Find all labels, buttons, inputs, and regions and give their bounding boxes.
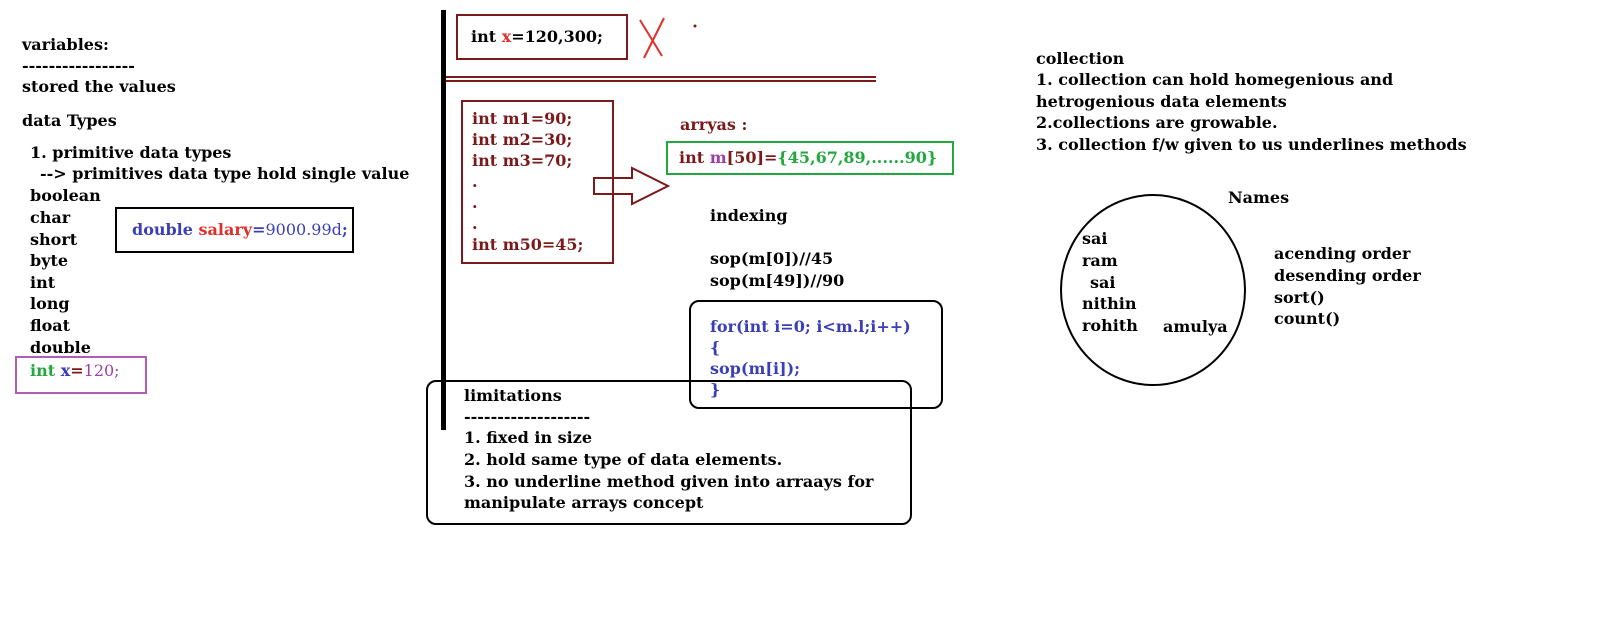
type-boolean: boolean (30, 186, 101, 205)
op-descending: desending order (1274, 266, 1421, 285)
invalid-x-variable: x (501, 27, 512, 46)
array-int-keyword: int (679, 148, 705, 167)
array-size: [50] (726, 148, 765, 167)
ellipsis-dot-2: . (472, 193, 478, 212)
sop-line-0: sop(m[0])//45 (710, 249, 834, 268)
variables-rule: ----------------- (22, 56, 135, 75)
arrays-label: arryas : (680, 115, 748, 134)
salary-value: 9000.99d (265, 220, 342, 239)
name-sai-2: sai (1090, 273, 1116, 292)
stored-values-text: stored the values (22, 77, 176, 96)
type-double: double (30, 338, 91, 357)
invalid-decl-box: int x=120,300; (456, 14, 628, 60)
int-value: 120; (83, 361, 120, 380)
name-rohith: rohith (1082, 316, 1138, 335)
double-example-box: double salary=9000.99d; (115, 207, 354, 253)
double-example-code: double salary=9000.99d; (132, 219, 348, 240)
loop-body-line: sop(m[i]); (710, 359, 801, 378)
collection-point-1: 1. collection can hold homegenious and (1036, 70, 1394, 89)
array-assign-op: = (764, 148, 778, 167)
invalid-decl-code: int x=120,300; (471, 26, 603, 47)
m2-line: int m2=30; (472, 130, 573, 149)
names-ellipse (1060, 194, 1246, 386)
limitations-rule: ------------------- (464, 407, 591, 426)
invalid-int-keyword: int (471, 27, 497, 46)
type-char: char (30, 208, 71, 227)
semicolon: ; (341, 220, 348, 239)
limitations-box: limitations ------------------- 1. fixed… (426, 380, 912, 525)
type-float: float (30, 316, 71, 335)
variables-list-box: int m1=90; int m2=30; int m3=70; . . . i… (461, 100, 614, 264)
collection-point-2: 2.collections are growable. (1036, 113, 1278, 132)
loop-open-brace: { (710, 338, 721, 357)
m3-line: int m3=70; (472, 151, 573, 170)
invalid-values: =120,300; (511, 27, 603, 46)
primitive-note: --> primitives data type hold single val… (40, 164, 410, 183)
limitation-3-cont: manipulate arrays concept (464, 493, 704, 512)
name-sai: sai (1082, 229, 1108, 248)
limitations-title: limitations (464, 386, 562, 405)
primitive-heading: 1. primitive data types (30, 143, 232, 162)
salary-variable: salary (198, 220, 253, 239)
name-ram: ram (1082, 251, 1118, 270)
sop-line-49: sop(m[49])//90 (710, 271, 845, 290)
collection-title: collection (1036, 49, 1125, 68)
type-int: int (30, 273, 56, 292)
variables-title: variables: (22, 35, 109, 54)
array-values: {45,67,89,......90} (777, 148, 938, 167)
double-keyword: double (132, 220, 193, 239)
array-name: m (709, 148, 727, 167)
int-assign-op: = (70, 361, 84, 380)
int-example-box: int x=120; (15, 356, 147, 394)
type-short: short (30, 230, 78, 249)
for-loop-line: for(int i=0; i<m.l;i++) (710, 317, 911, 336)
loop-code-box: for(int i=0; i<m.l;i++) { sop(m[i]); } (689, 300, 943, 409)
x-variable: x (60, 361, 71, 380)
assign-op: = (252, 220, 266, 239)
name-nithin: nithin (1082, 294, 1137, 313)
cross-mark-icon (639, 17, 697, 59)
indexing-label: indexing (710, 206, 788, 225)
ellipsis-dot-3: . (472, 214, 478, 233)
data-types-heading: data Types (22, 111, 117, 130)
name-amulya: amulya (1163, 317, 1228, 336)
collection-point-3: 3. collection f/w given to us underlines… (1036, 135, 1467, 154)
names-label: Names (1228, 188, 1290, 207)
arrow-right-icon (593, 166, 671, 206)
type-byte: byte (30, 251, 69, 270)
op-count: count() (1274, 309, 1341, 328)
vertical-divider (441, 10, 446, 430)
m1-line: int m1=90; (472, 109, 573, 128)
m50-line: int m50=45; (472, 235, 584, 254)
limitation-3: 3. no underline method given into arraay… (464, 472, 874, 491)
array-decl-box: int m[50]={45,67,89,......90} (666, 141, 954, 175)
op-sort: sort() (1274, 288, 1325, 307)
type-long: long (30, 294, 70, 313)
ellipsis-dot-1: . (472, 172, 478, 191)
op-ascending: acending order (1274, 244, 1411, 263)
int-example-code: int x=120; (30, 360, 120, 381)
limitation-2: 2. hold same type of data elements. (464, 450, 783, 469)
horizontal-divider (446, 76, 876, 82)
loop-close-brace: } (710, 380, 721, 399)
array-decl-code: int m[50]={45,67,89,......90} (679, 147, 937, 168)
collection-point-1-cont: hetrogenious data elements (1036, 92, 1287, 111)
limitation-1: 1. fixed in size (464, 428, 593, 447)
int-keyword: int (30, 361, 56, 380)
